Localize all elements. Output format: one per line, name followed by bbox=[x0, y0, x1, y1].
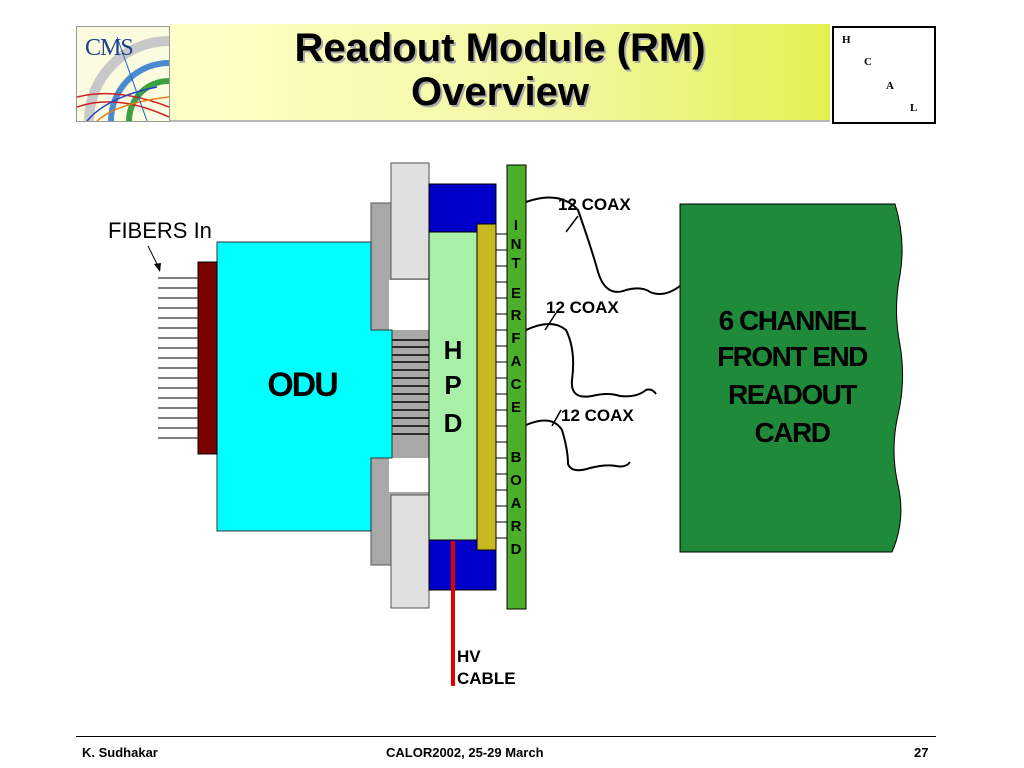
fiber-connector bbox=[197, 261, 218, 455]
coax-cable-2 bbox=[525, 323, 657, 398]
coax-tick-3 bbox=[551, 409, 562, 427]
coax-label-2: 12 COAX bbox=[546, 298, 619, 317]
pin-strip-pins bbox=[496, 233, 507, 539]
cms-logo-graphic bbox=[77, 36, 169, 121]
odu-body bbox=[216, 241, 393, 532]
footer-author: K. Sudhakar bbox=[82, 745, 158, 760]
coax-label-3: 12 COAX bbox=[561, 406, 634, 425]
hpd-body bbox=[428, 231, 478, 541]
fibers-label: FIBERS In bbox=[108, 218, 212, 243]
board-letter: A bbox=[511, 495, 522, 512]
coax-tick-1 bbox=[565, 215, 579, 233]
interface-letter: T bbox=[511, 255, 520, 272]
interface-board bbox=[506, 164, 527, 610]
page-title-line2: Overview bbox=[411, 70, 589, 114]
coax-label-1: 12 COAX bbox=[558, 195, 631, 214]
fibers-arrowhead bbox=[154, 263, 161, 272]
housing-white-inset-top bbox=[389, 280, 429, 330]
housing-top-plate bbox=[390, 162, 430, 280]
housing-bottom-plate bbox=[390, 494, 430, 609]
frontend-line-3: READOUT bbox=[728, 379, 857, 410]
hcal-letter-a: A bbox=[886, 80, 894, 92]
board-letter: O bbox=[510, 472, 522, 489]
hcal-letter-h: H bbox=[842, 34, 851, 46]
cms-logo-text: CMS bbox=[85, 35, 134, 61]
interface-letter: N bbox=[511, 236, 522, 253]
footer-divider bbox=[76, 736, 936, 737]
frontend-line-1: 6 CHANNEL bbox=[719, 305, 867, 336]
title-banner: Readout Module (RM) Overview bbox=[170, 24, 830, 122]
board-letter: D bbox=[511, 541, 522, 558]
interface-letter: A bbox=[511, 353, 522, 370]
cms-logo: CMS bbox=[76, 26, 170, 122]
footer-page-number: 27 bbox=[914, 745, 929, 760]
hv-label-line1: HV bbox=[457, 647, 481, 666]
frontend-line-4: CARD bbox=[755, 417, 831, 448]
hcal-logo: H C A L bbox=[832, 26, 936, 124]
board-letter: B bbox=[511, 449, 522, 466]
interface-letter: E bbox=[511, 399, 521, 416]
interface-board-label: I N T E R F A C E B O A R D bbox=[510, 217, 522, 558]
frontend-line-2: FRONT END bbox=[717, 341, 868, 372]
hcal-letter-l: L bbox=[910, 102, 918, 114]
hpd-letter-p: P bbox=[444, 370, 461, 400]
frontend-card-label: 6 CHANNEL FRONT END READOUT CARD bbox=[717, 305, 870, 448]
input-fibers bbox=[158, 277, 198, 439]
housing-white-inset-bottom bbox=[389, 458, 429, 492]
coax-cable-1 bbox=[525, 196, 681, 295]
interface-letter: R bbox=[511, 307, 522, 324]
board-letter: R bbox=[511, 518, 522, 535]
pin-strip bbox=[476, 223, 497, 551]
hpd-letter-d: D bbox=[444, 408, 463, 438]
odu-hpd-connector-lines bbox=[392, 339, 430, 435]
interface-letter: F bbox=[511, 330, 520, 347]
interface-letter: C bbox=[511, 376, 522, 393]
page-title-line1: Readout Module (RM) bbox=[294, 26, 706, 70]
coax-cable-3 bbox=[525, 419, 631, 472]
hcal-letter-c: C bbox=[864, 56, 872, 68]
frontend-card bbox=[679, 203, 904, 553]
odu-label: ODU bbox=[267, 366, 337, 404]
interface-letter: I bbox=[514, 217, 518, 234]
hpd-letter-h: H bbox=[444, 335, 463, 365]
interface-letter: E bbox=[511, 285, 521, 302]
footer-event: CALOR2002, 25-29 March bbox=[386, 745, 544, 760]
coax-tick-2 bbox=[544, 312, 557, 331]
hv-label-line2: CABLE bbox=[457, 669, 516, 688]
